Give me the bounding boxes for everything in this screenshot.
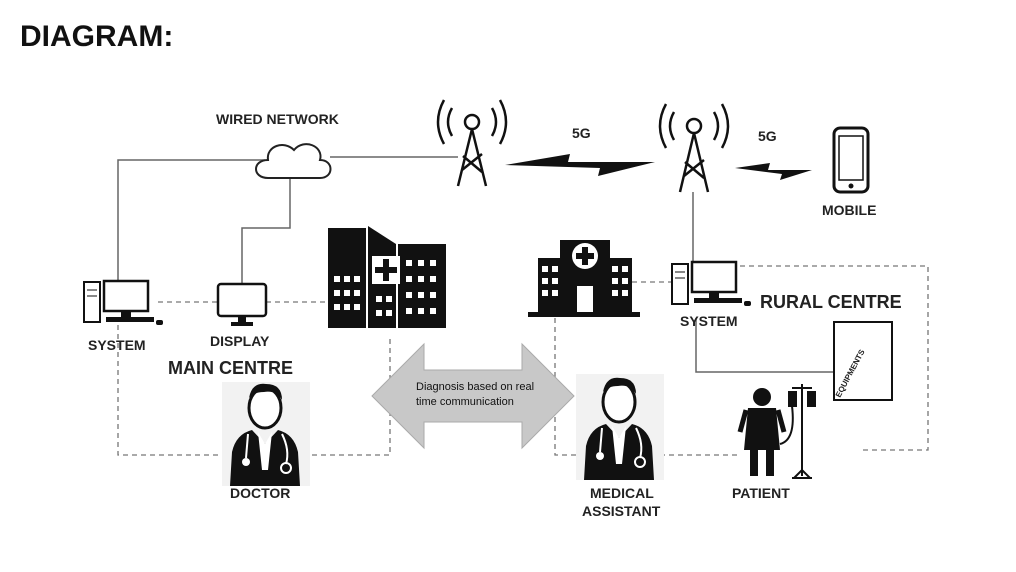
fiveg-label: 5G <box>758 128 777 144</box>
wireless-link-icon <box>735 163 812 180</box>
solid-connections <box>117 156 834 373</box>
cloud-icon <box>255 143 332 179</box>
iv-stand-icon <box>779 384 816 479</box>
arrow-caption: Diagnosis based on real time communicati… <box>416 381 535 408</box>
wireless-link-icon <box>505 154 655 176</box>
cell-tower-icon <box>658 103 730 193</box>
system-label: SYSTEM <box>680 313 738 329</box>
main-hospital-building-icon <box>328 226 446 328</box>
rural-hospital-building-icon <box>528 240 640 317</box>
patient-icon <box>737 388 787 476</box>
system-label: SYSTEM <box>88 337 146 353</box>
doctor-icon <box>222 382 310 486</box>
mobile-label: MOBILE <box>822 202 876 218</box>
medical-assistant-label-line1: MEDICAL <box>590 485 654 501</box>
fiveg-label: 5G <box>572 125 591 141</box>
cell-tower-icon <box>436 99 508 187</box>
desktop-computer-icon <box>671 260 751 306</box>
patient-label: PATIENT <box>732 485 790 501</box>
mobile-phone-icon <box>832 126 870 194</box>
equipments-box <box>833 321 893 401</box>
medical-assistant-icon <box>576 374 664 480</box>
wired-network-label: WIRED NETWORK <box>216 111 339 127</box>
desktop-computer-icon <box>83 279 163 325</box>
medical-assistant-label-line2: ASSISTANT <box>582 503 661 519</box>
display-label: DISPLAY <box>210 333 270 349</box>
bidirectional-arrow <box>371 342 575 450</box>
display-monitor-icon <box>216 282 268 326</box>
main-centre-label: MAIN CENTRE <box>168 358 293 378</box>
doctor-label: DOCTOR <box>230 485 290 501</box>
rural-centre-label: RURAL CENTRE <box>760 292 902 312</box>
diagram-heading: DIAGRAM: <box>20 20 174 53</box>
